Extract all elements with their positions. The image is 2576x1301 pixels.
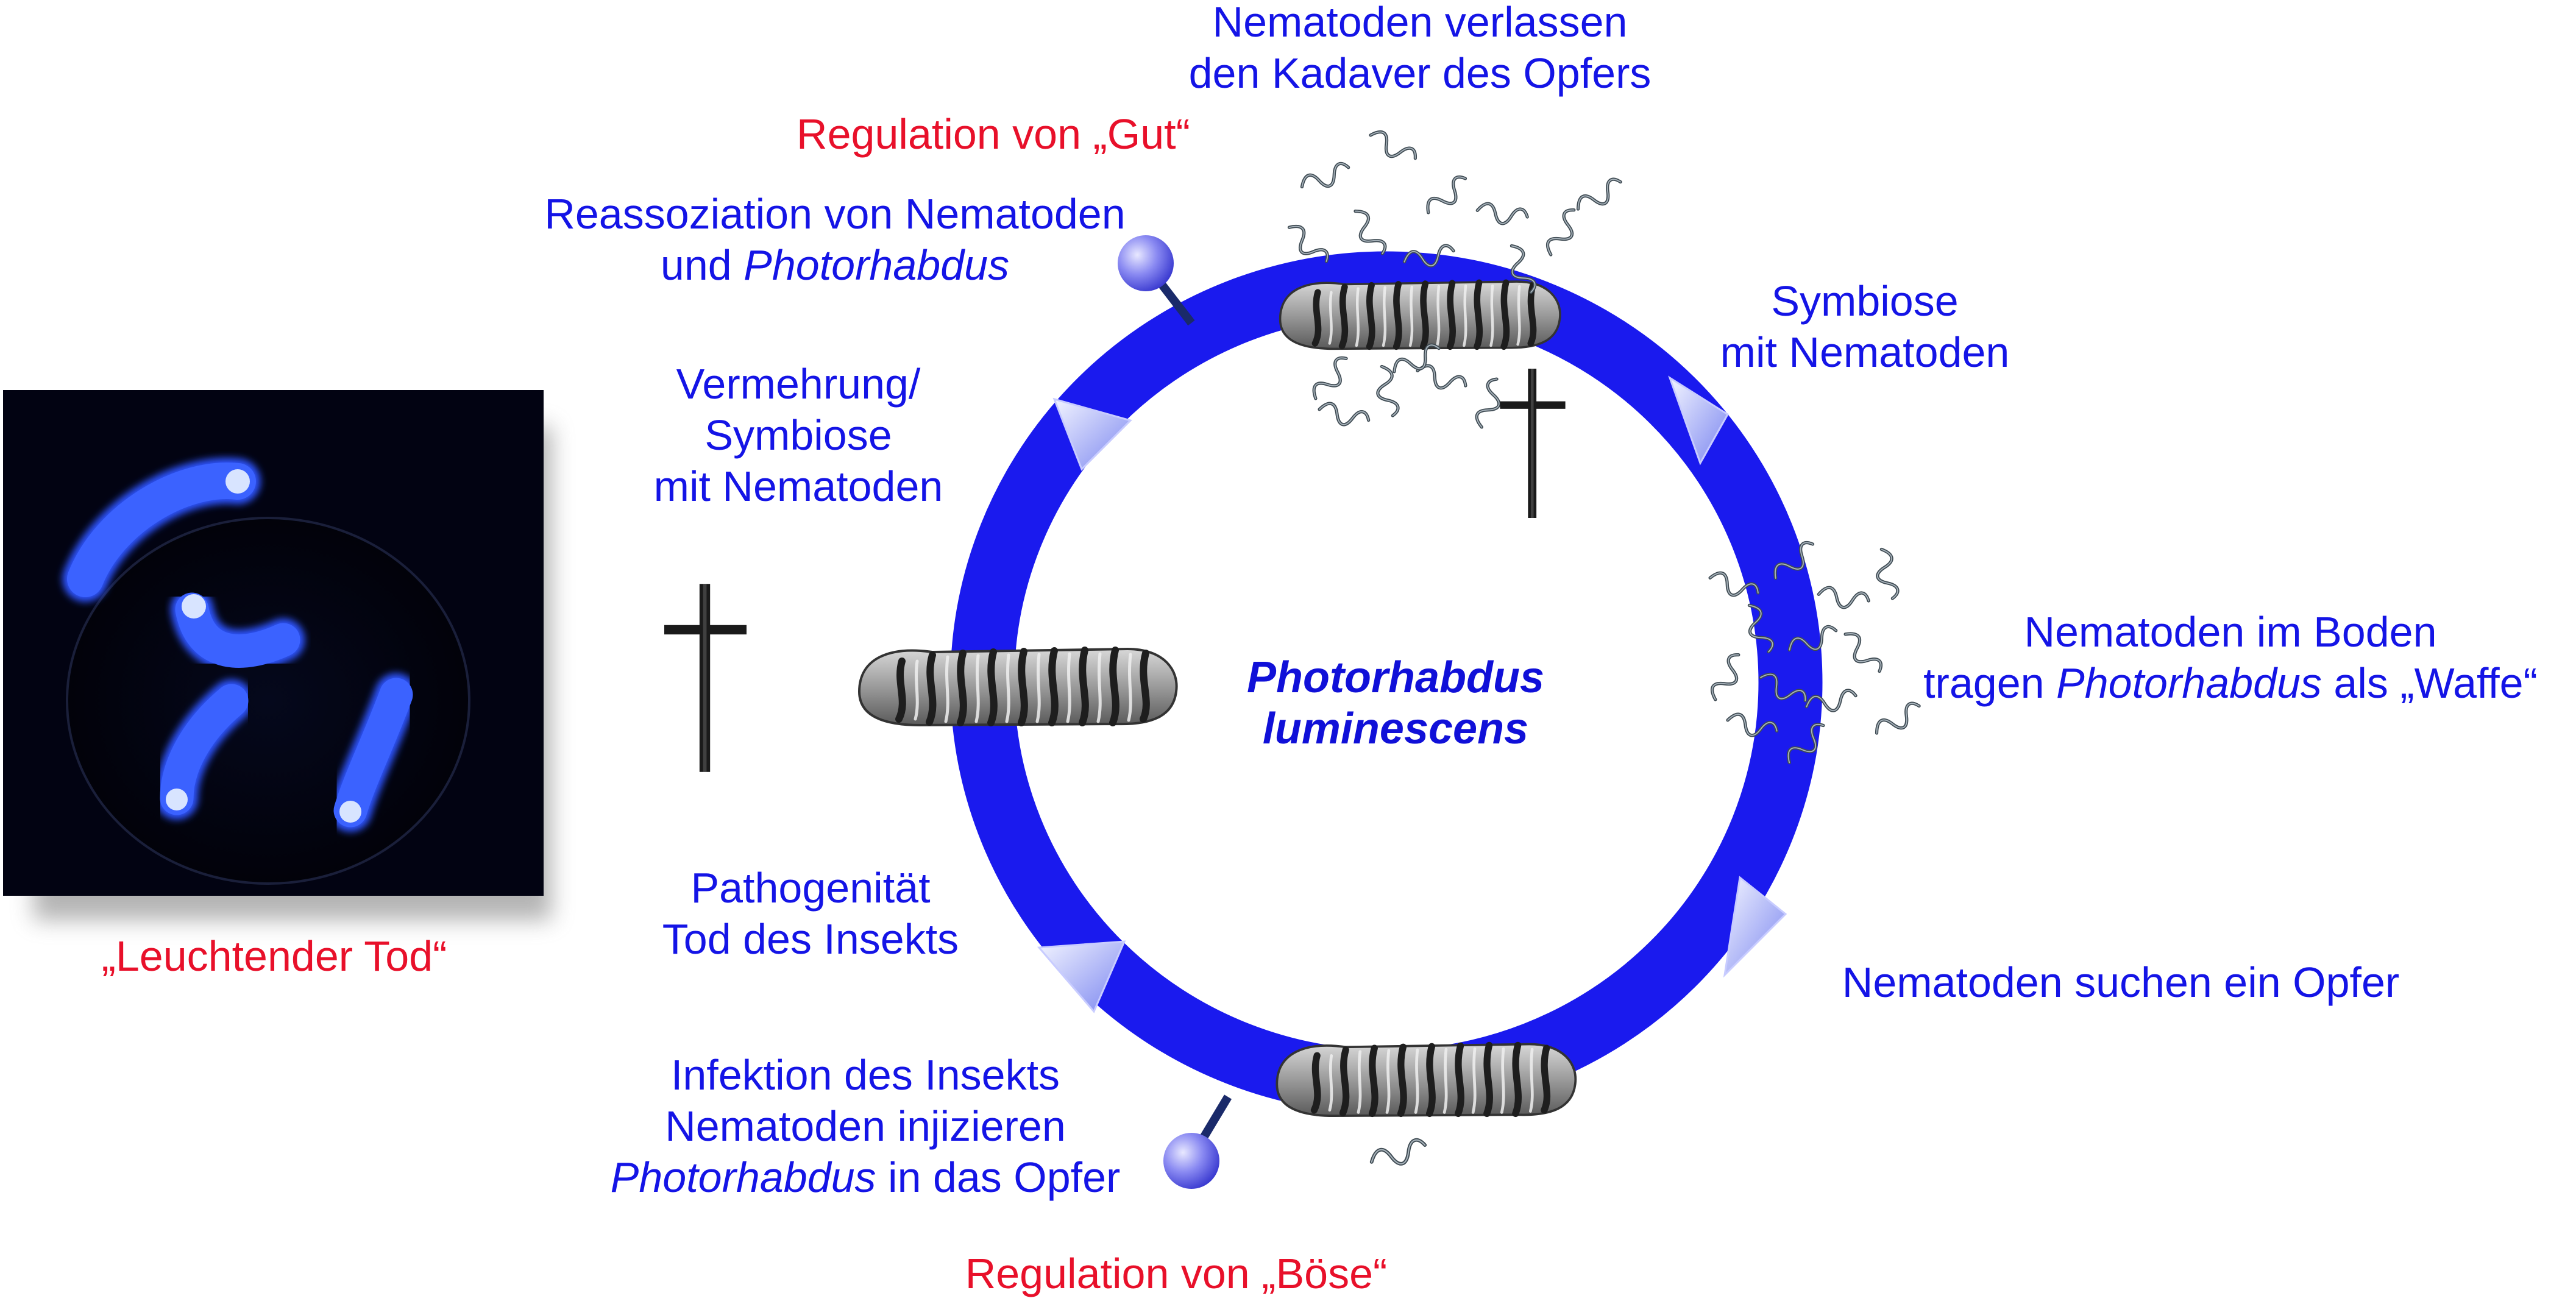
cycle-arrow-icon — [1723, 876, 1787, 978]
nematode-icon — [1369, 1138, 1428, 1171]
stage-pathogenicity: Pathogenität Tod des Insekts — [662, 864, 959, 963]
glowing-larva — [62, 458, 261, 602]
stage-soil: Nematoden im Boden tragen Photorhabdus a… — [1923, 608, 2538, 707]
stage-infection: Infektion des Insekts Nematoden injizier… — [610, 1051, 1121, 1201]
glowing-larva — [171, 588, 305, 673]
cycle-arrow-icon — [1668, 375, 1730, 466]
stage-leave-cadaver: Nematoden verlassen den Kadaver des Opfe… — [1188, 0, 1652, 97]
stage-search: Nematoden suchen ein Opfer — [1842, 959, 2400, 1006]
photo-caption: „Leuchtender Tod“ — [101, 932, 447, 980]
regulation-pin-icon — [1118, 235, 1195, 326]
dying-larva — [859, 649, 1177, 725]
cadaver-larva — [1280, 282, 1560, 349]
center-label-line1: Photorhabdus — [1247, 653, 1544, 702]
glowing-larva — [155, 679, 253, 820]
stage-reassociation: Reassoziation von Nematoden und Photorha… — [544, 190, 1126, 289]
cycle-arrow-icon — [1052, 397, 1132, 471]
stage-symbiosis: Symbiose mit Nematoden — [1720, 277, 2010, 376]
regulation-good-label: Regulation von „Gut“ — [797, 110, 1190, 158]
center-label: Photorhabdus luminescens — [1158, 652, 1633, 754]
regulation-bad-label: Regulation von „Böse“ — [965, 1250, 1388, 1297]
regulation-pin-icon — [1163, 1094, 1232, 1189]
center-label-line2: luminescens — [1262, 704, 1529, 753]
death-cross-icon — [1500, 369, 1566, 518]
glowing-larva — [329, 673, 417, 832]
glowing-larvae-photo — [3, 390, 552, 920]
stage-reproduction: Vermehrung/ Symbiose mit Nematoden — [653, 360, 943, 510]
infected-larva — [1277, 1044, 1575, 1116]
cycle-arrow-icon — [1037, 940, 1126, 1013]
death-cross-icon — [664, 584, 747, 772]
